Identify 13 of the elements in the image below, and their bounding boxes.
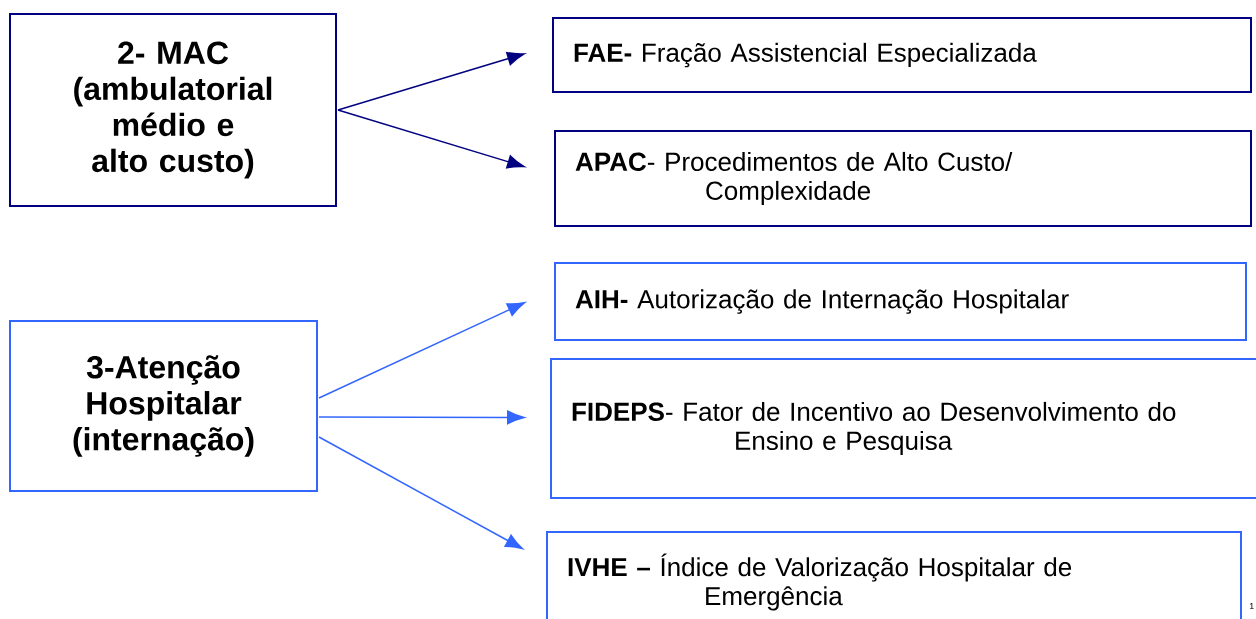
arrow bbox=[318, 410, 525, 425]
arrow bbox=[318, 302, 525, 399]
arrow bbox=[337, 51, 525, 111]
item-box: IVHE – Índice de Valorização Hospitalar de Emergência bbox=[546, 531, 1242, 619]
category-box: 2- MAC (ambulatorial médio e alto custo) bbox=[9, 13, 337, 207]
arrow bbox=[318, 436, 524, 550]
arrow bbox=[337, 109, 525, 169]
item-box: FIDEPS- Fator de Incentivo ao Desenvolvimento do Ensino e Pesquisa bbox=[550, 358, 1256, 499]
page-number: 1 bbox=[1249, 602, 1254, 610]
item-box: AIH- Autorização de Internação Hospitalar bbox=[554, 262, 1247, 341]
category-box: 3-Atenção Hospitalar (internação) bbox=[9, 320, 318, 492]
item-box: FAE- Fração Assistencial Especializada bbox=[552, 17, 1252, 93]
item-box: APAC- Procedimentos de Alto Custo/ Complexidade bbox=[554, 130, 1252, 227]
